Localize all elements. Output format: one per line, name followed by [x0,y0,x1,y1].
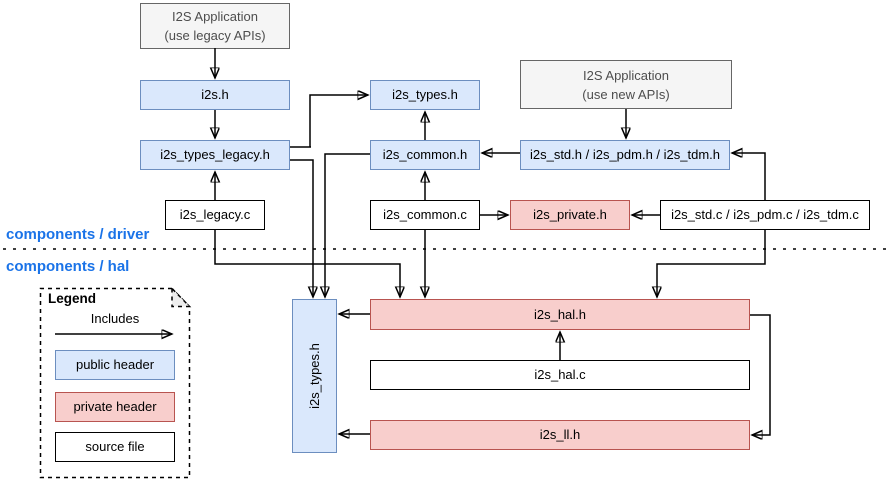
node-label: i2s_common.c [383,207,467,222]
legend-private-header-swatch: private header [55,392,175,422]
node-i2s-ll-h: i2s_ll.h [370,420,750,450]
legend-label: source file [85,439,145,454]
node-i2s-types-legacy-h: i2s_types_legacy.h [140,140,290,170]
node-i2s-std-pdm-tdm-c: i2s_std.c / i2s_pdm.c / i2s_tdm.c [660,200,870,230]
node-label: I2S Application [171,9,258,24]
node-label: i2s_std.c / i2s_pdm.c / i2s_tdm.c [671,207,859,222]
node-label: i2s_std.h / i2s_pdm.h / i2s_tdm.h [529,147,721,162]
node-label: i2s_hal.h [533,306,587,322]
edge-types-legacy-to-types-h [309,95,368,147]
legend-source-file-swatch: source file [55,432,175,462]
node-i2s-types-h-driver: i2s_types.h [370,80,480,110]
legend-public-header-swatch: public header [55,350,175,380]
node-i2s-types-h-hal: i2s_types.h [292,299,337,453]
node-label: i2s_types.h [306,343,322,409]
node-i2s-legacy-c: i2s_legacy.c [165,200,265,230]
legend-label: private header [73,399,157,414]
node-label: i2s_types_legacy.h [160,147,270,162]
legend-label: public header [75,357,155,372]
node-label: i2s_private.h [533,207,607,222]
node-i2s-h: i2s.h [140,80,290,110]
section-label-driver: components / driver [6,226,150,243]
node-label: i2s_types.h [392,87,458,102]
section-label-hal: components / hal [6,258,130,275]
node-label: (use legacy APIs) [164,28,266,43]
edge-types-legacy-to-hal-types [290,159,313,297]
node-i2s-application-new: I2S Application (use new APIs) [520,60,732,109]
node-label: i2s.h [201,87,229,102]
node-i2s-common-h: i2s_common.h [370,140,480,170]
legend-title: Legend [48,291,97,306]
legend-includes-label: Includes [90,311,140,326]
node-label: (use new APIs) [582,86,670,102]
edge-common-h-to-hal-types [325,153,370,297]
node-label: i2s_hal.c [534,367,586,382]
edge-std-c-to-std-h [732,153,766,200]
node-label: I2S Application [582,67,669,83]
node-i2s-application-legacy: I2S Application (use legacy APIs) [140,3,290,49]
edge-std-c-to-hal-h [657,230,766,297]
node-label: i2s_ll.h [539,427,581,442]
node-i2s-std-pdm-tdm-h: i2s_std.h / i2s_pdm.h / i2s_tdm.h [520,140,730,170]
edge-hal-h-to-ll-h [750,314,771,435]
node-i2s-common-c: i2s_common.c [370,200,480,230]
edge-legacy-c-to-hal-h [214,230,400,297]
node-i2s-hal-h: i2s_hal.h [370,299,750,330]
legend-folded-corner [171,286,192,308]
node-label: i2s_common.h [382,147,468,162]
node-i2s-private-h: i2s_private.h [510,200,630,230]
node-label: i2s_legacy.c [179,207,251,222]
node-i2s-hal-c: i2s_hal.c [370,360,750,390]
